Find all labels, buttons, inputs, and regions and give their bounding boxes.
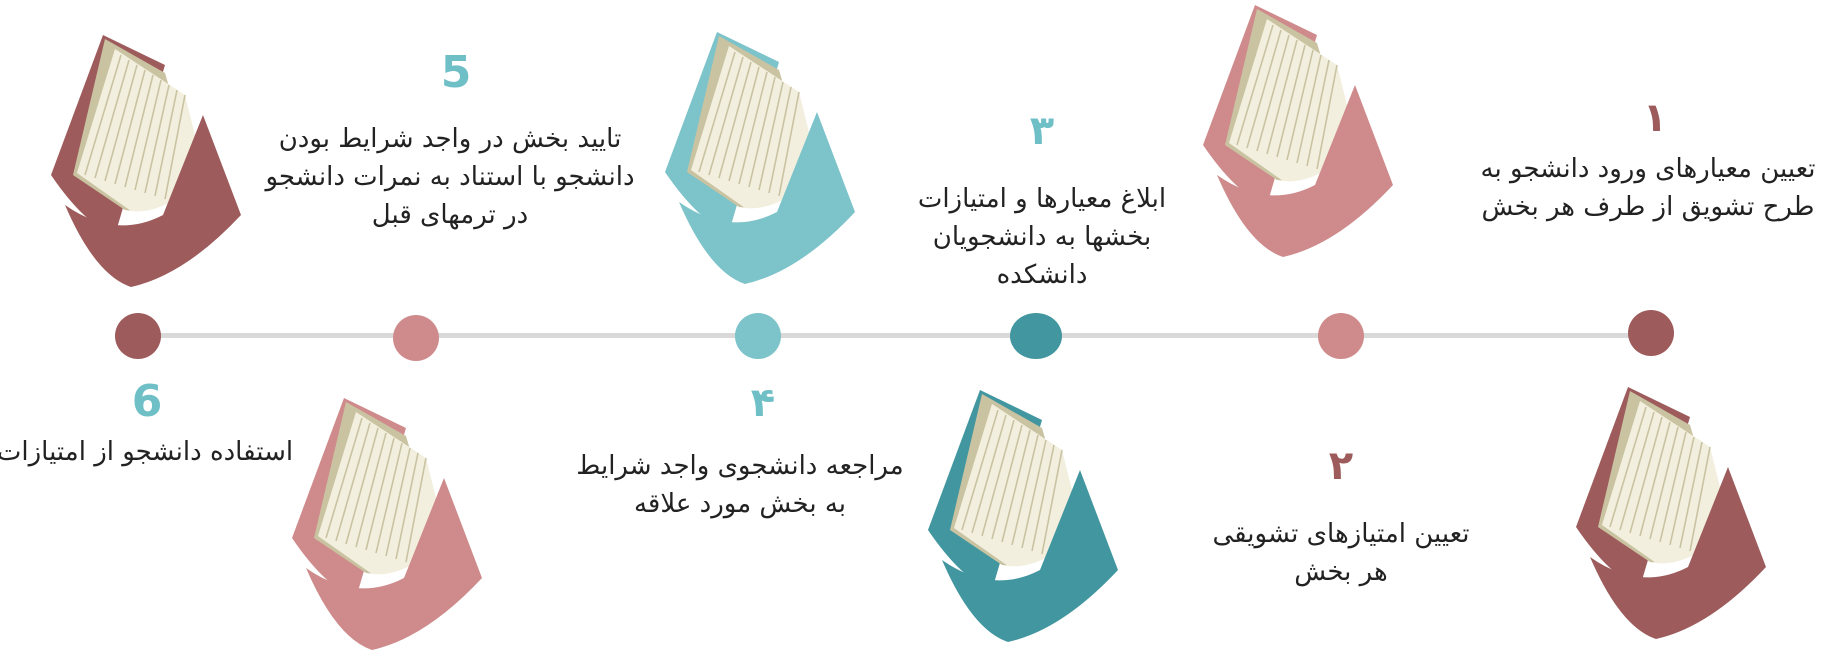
- book-icon: [1203, 5, 1393, 257]
- step-book: [286, 388, 486, 658]
- step-label: مراجعه دانشجوی واجد شرایط به بخش مورد علا…: [560, 447, 920, 523]
- step-label-line: تعیین امتیازهای تشویقی: [1212, 519, 1470, 549]
- step-label-line: ابلاغ معیارها و امتیازات: [917, 184, 1167, 214]
- step-label-line: استفاده دانشجو از امتیازات: [0, 437, 294, 467]
- step-number: ۳: [1029, 108, 1055, 154]
- timeline-dot: [735, 313, 781, 359]
- step-number: 6: [131, 376, 163, 427]
- timeline-dot: [1628, 310, 1674, 356]
- step-label-line: در ترمهای قبل: [371, 200, 529, 230]
- step-label-line: تعیین معیارهای ورود دانشجو به: [1480, 154, 1816, 184]
- step-book: [1570, 377, 1770, 647]
- step-label: تعیین معیارهای ورود دانشجو به طرح تشویق ا…: [1468, 150, 1828, 226]
- book-icon: [292, 398, 482, 650]
- book-icon: [1576, 387, 1766, 639]
- step-label-line: طرح تشویق از طرف هر بخش: [1481, 192, 1815, 222]
- step-label: تعیین امتیازهای تشویقی هر بخش: [1181, 515, 1501, 591]
- step-book: [45, 25, 245, 295]
- step-book: [1197, 0, 1397, 265]
- step-book: [659, 22, 859, 292]
- step-label-line: بخشها به دانشجویان: [932, 222, 1152, 252]
- step-label-line: مراجعه دانشجوی واجد شرایط: [576, 451, 904, 481]
- step-book: [922, 380, 1122, 650]
- timeline-dot: [115, 313, 161, 359]
- timeline-dot: [1318, 313, 1364, 359]
- timeline-dot: [1010, 313, 1062, 359]
- step-label: استفاده دانشجو از امتیازات: [0, 433, 295, 471]
- step-label: تایید بخش در واجد شرایط بودن دانشجو با اس…: [240, 120, 660, 234]
- timeline-line: [138, 333, 1653, 338]
- step-label-line: دانشکده: [996, 260, 1088, 290]
- step-label-line: دانشجو با استناد به نمرات دانشجو: [265, 162, 635, 192]
- step-label-line: تایید بخش در واجد شرایط بودن: [278, 124, 622, 154]
- step-number: 5: [440, 47, 472, 98]
- step-number: ۲: [1328, 443, 1354, 489]
- step-number: ۴: [750, 380, 776, 426]
- timeline-dot: [393, 315, 439, 361]
- step-number: ۱: [1642, 95, 1668, 141]
- step-label-line: هر بخش: [1294, 557, 1388, 587]
- book-icon: [51, 35, 241, 287]
- book-icon: [928, 390, 1118, 642]
- step-label: ابلاغ معیارها و امتیازات بخشها به دانشجوی…: [882, 180, 1202, 294]
- step-label-line: به بخش مورد علاقه: [633, 489, 847, 519]
- book-icon: [665, 32, 855, 284]
